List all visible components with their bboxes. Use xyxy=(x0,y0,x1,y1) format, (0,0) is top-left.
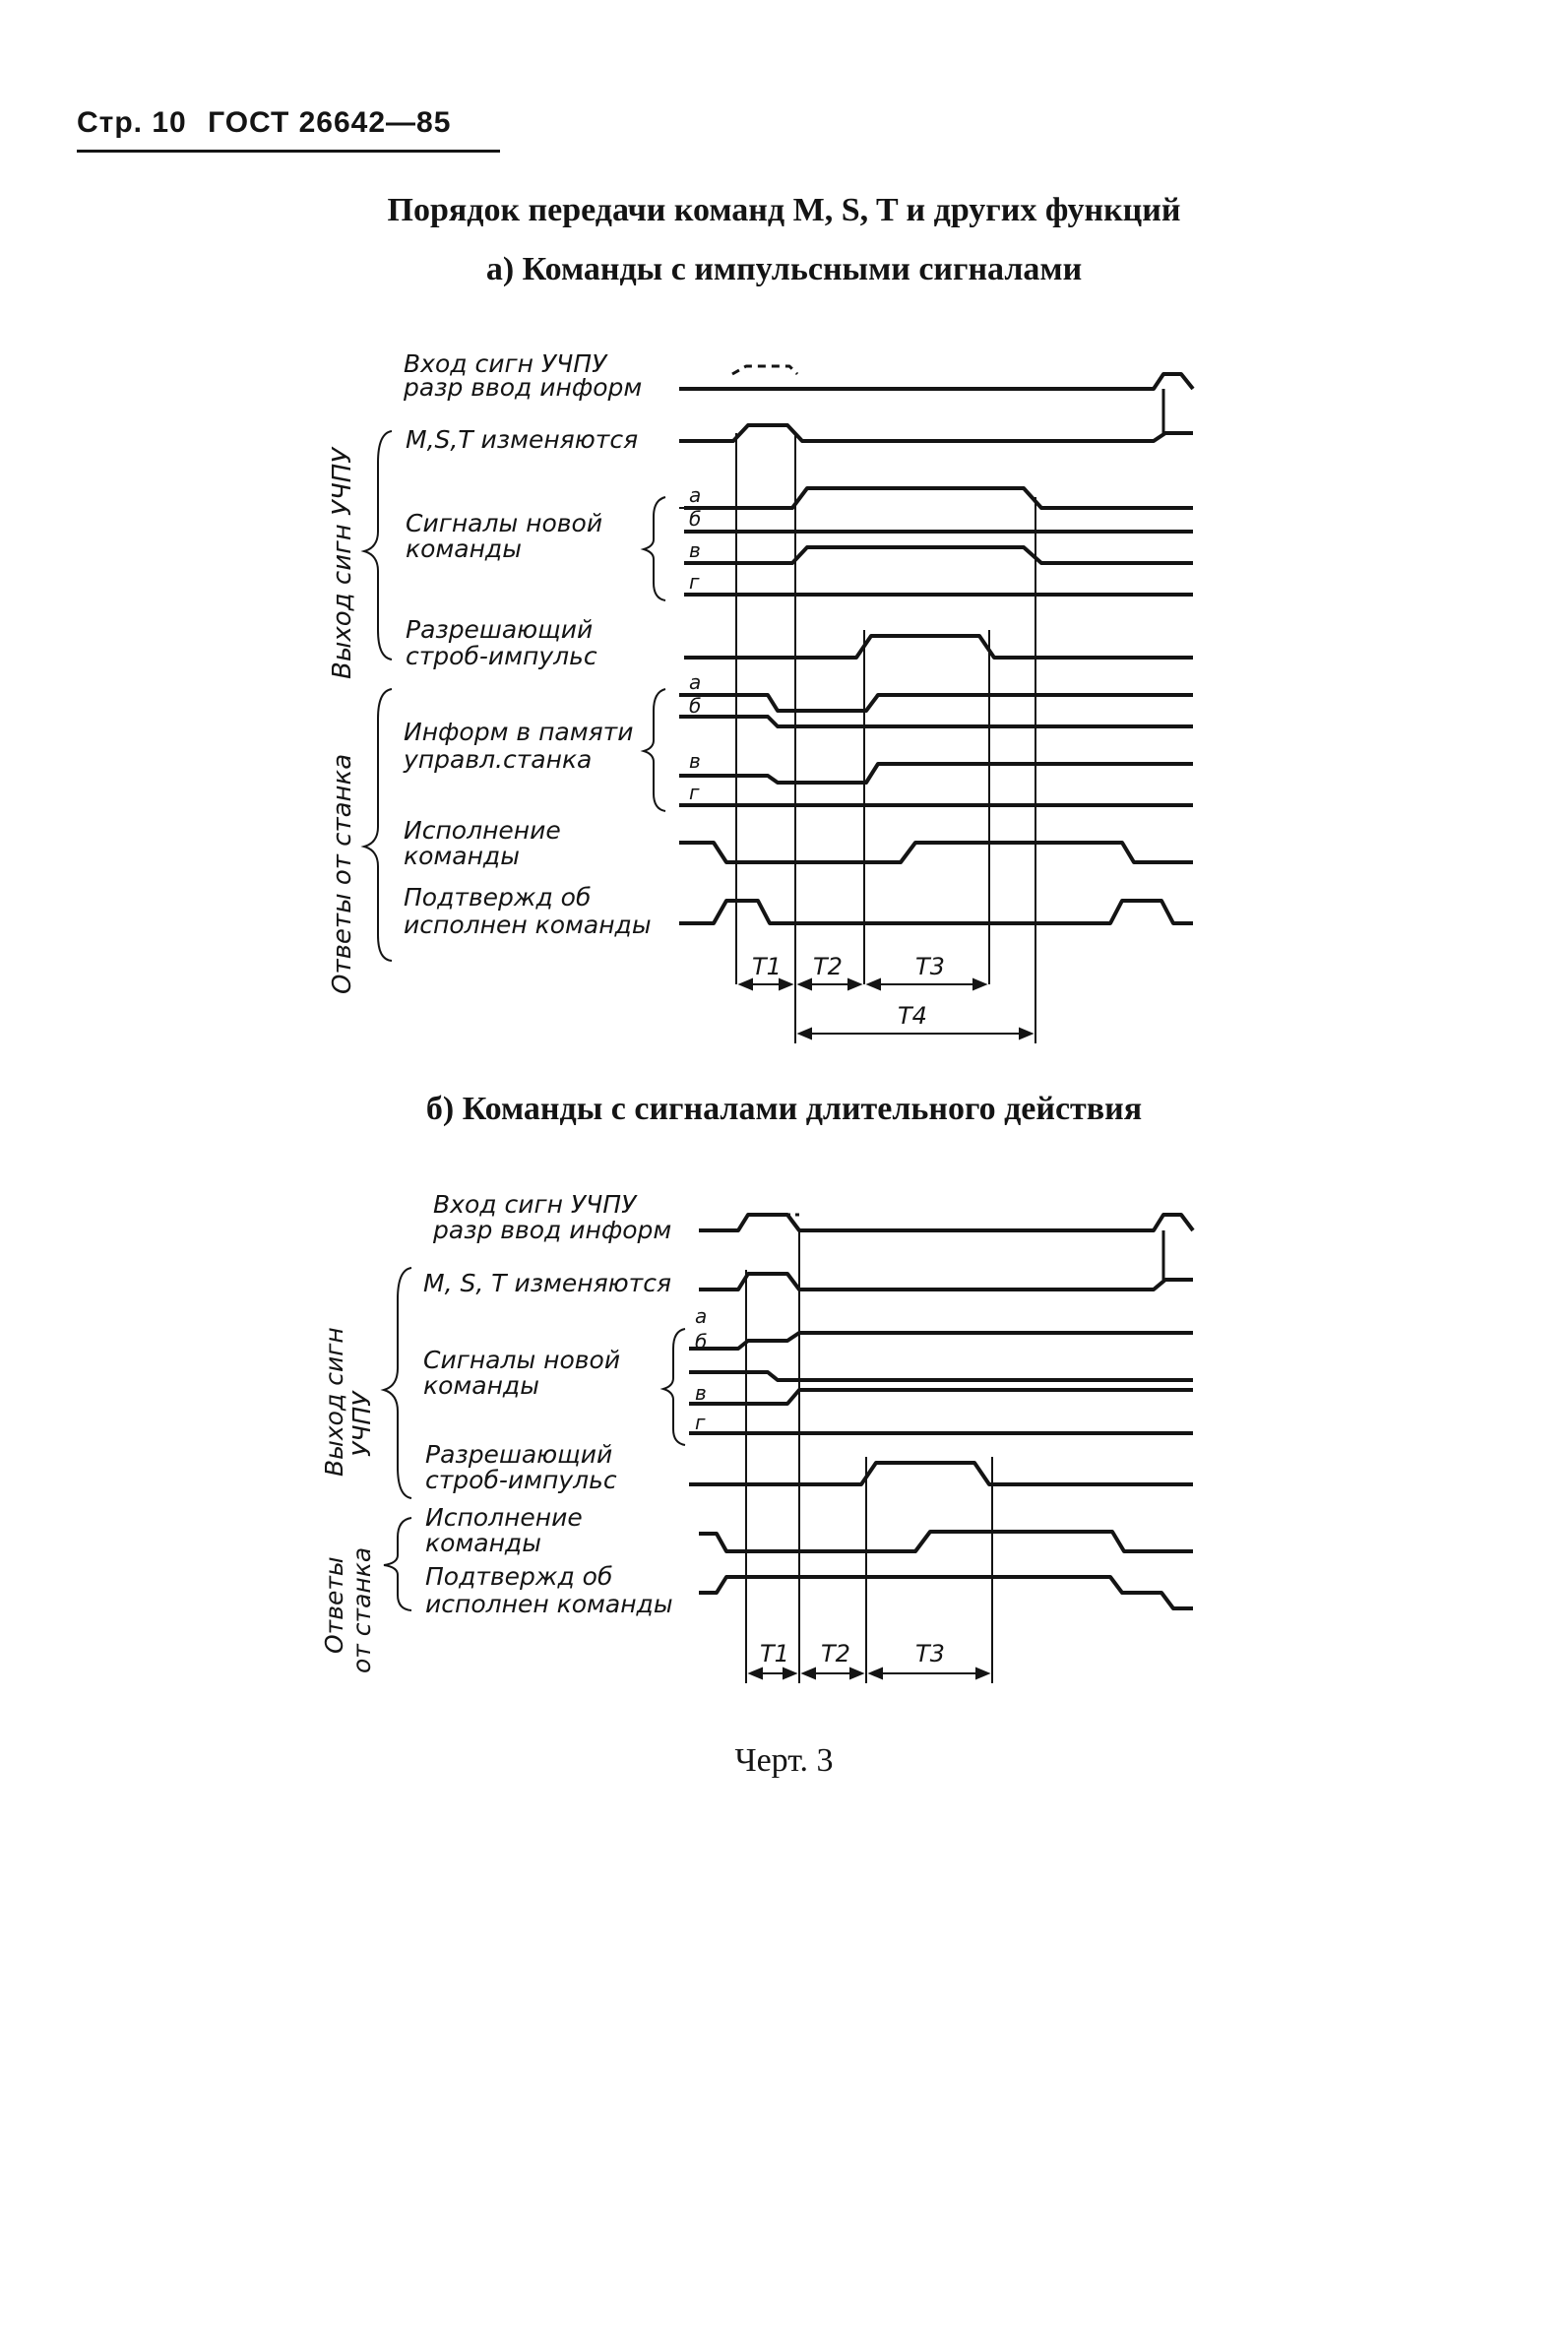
group-b-output-2: УЧПУ xyxy=(347,1390,376,1457)
label-a-newcmd-1: Сигналы новой xyxy=(406,509,602,537)
wave-b-cmd-a xyxy=(689,1331,1193,1351)
group-a-output: Выход сигн УЧПУ xyxy=(328,446,357,679)
wave-a-mem-a xyxy=(679,693,1193,713)
label-a-input-1: Вход сигн УЧПУ xyxy=(404,349,608,378)
standard-number: ГОСТ 26642—85 xyxy=(208,106,452,139)
wave-a-cmd-v xyxy=(684,545,1193,565)
wave-b-mst xyxy=(699,1272,1193,1291)
page-title: Порядок передачи команд M, S, T и других… xyxy=(387,192,1181,228)
label-b-strobe-1: Разрешающий xyxy=(425,1440,612,1469)
diagram-b-subtitle: б) Команды с сигналами длительного дейст… xyxy=(425,1091,1143,1127)
label-a-input-2: разр ввод информ xyxy=(403,373,642,402)
group-b-responses-2: от станка xyxy=(347,1547,376,1673)
interval-a-t3: T3 xyxy=(915,953,945,980)
letter-b-2: б xyxy=(695,1330,707,1353)
letter-a-1: а xyxy=(689,483,701,507)
letter-a-3: в xyxy=(689,538,701,562)
interval-b-t1: T1 xyxy=(760,1640,789,1667)
wave-a-mem-v xyxy=(679,762,1193,785)
group-a-responses: Ответы от станка xyxy=(328,754,357,994)
label-b-input-1: Вход сигн УЧПУ xyxy=(433,1190,638,1219)
wave-a-input xyxy=(679,372,1195,391)
label-a-confirm-1: Подтвержд об xyxy=(404,883,591,912)
label-a-newcmd-2: команды xyxy=(406,535,522,563)
letter-a-4: г xyxy=(689,570,700,594)
label-a-exec-2: команды xyxy=(404,842,520,870)
interval-b-t2: T2 xyxy=(821,1640,850,1667)
timing-diagram-b: Вход сигн УЧПУ разр ввод информ M, S, T … xyxy=(320,1190,1195,1683)
group-b-output-1: Выход сигн xyxy=(320,1327,348,1477)
wave-b-cmd-b xyxy=(689,1370,1193,1382)
label-b-newcmd-2: команды xyxy=(423,1371,539,1400)
label-b-strobe-2: строб-импульс xyxy=(425,1466,617,1494)
label-a-mem-1: Информ в памяти xyxy=(404,718,633,746)
interval-a-t2: T2 xyxy=(813,953,843,980)
label-a-mst: M,S,T изменяются xyxy=(406,425,638,454)
interval-b-t3: T3 xyxy=(915,1640,945,1667)
header-rule xyxy=(77,150,500,153)
letter-b-3: в xyxy=(695,1381,707,1405)
letter-a-2: б xyxy=(689,507,701,531)
page-header: Стр. 10 ГОСТ 26642—85 xyxy=(77,106,463,140)
wave-b-input xyxy=(699,1213,1195,1232)
letter-b-1: а xyxy=(695,1304,707,1328)
wave-a-exec xyxy=(679,841,1193,864)
letter-b-4: г xyxy=(695,1411,706,1434)
label-a-strobe-1: Разрешающий xyxy=(406,615,593,644)
interval-a-t4: T4 xyxy=(898,1002,927,1030)
diagram-a-subtitle: а) Команды с импульсными сигналами xyxy=(485,251,1083,287)
wave-a-input-dashed xyxy=(731,364,799,376)
timing-diagram-a: Вход сигн УЧПУ разр ввод информ M,S,T из… xyxy=(328,349,1195,1043)
wave-a-mst xyxy=(679,423,1193,443)
wave-b-confirm xyxy=(699,1575,1193,1610)
page-number: Стр. 10 xyxy=(77,106,187,139)
label-b-exec-1: Исполнение xyxy=(425,1503,583,1532)
label-b-input-2: разр ввод информ xyxy=(432,1216,671,1244)
letter-a-5: а xyxy=(689,670,701,694)
letter-a-7: в xyxy=(689,749,701,773)
wave-b-strobe xyxy=(689,1461,1193,1486)
label-a-exec-1: Исполнение xyxy=(404,816,561,845)
wave-b-cmd-v xyxy=(689,1388,1193,1406)
letter-a-6: б xyxy=(689,694,701,718)
letter-a-8: г xyxy=(689,781,700,804)
wave-a-mem-b xyxy=(679,715,1193,728)
label-a-confirm-2: исполнен команды xyxy=(404,911,652,939)
label-b-confirm-2: исполнен команды xyxy=(425,1590,673,1618)
wave-a-confirm xyxy=(679,899,1193,925)
figure-caption: Черт. 3 xyxy=(734,1742,834,1779)
interval-a-t1: T1 xyxy=(752,953,782,980)
label-a-mem-2: управл.станка xyxy=(403,745,592,774)
wave-b-exec xyxy=(699,1530,1193,1553)
label-a-strobe-2: строб-импульс xyxy=(406,642,597,670)
label-b-confirm-1: Подтвержд об xyxy=(425,1562,612,1591)
wave-a-strobe xyxy=(684,634,1193,660)
label-b-newcmd-1: Сигналы новой xyxy=(423,1346,620,1374)
wave-a-cmd-a xyxy=(684,486,1193,510)
group-b-responses-1: Ответы xyxy=(320,1556,348,1654)
label-b-mst: M, S, T изменяются xyxy=(423,1269,671,1297)
label-b-exec-2: команды xyxy=(425,1529,541,1557)
